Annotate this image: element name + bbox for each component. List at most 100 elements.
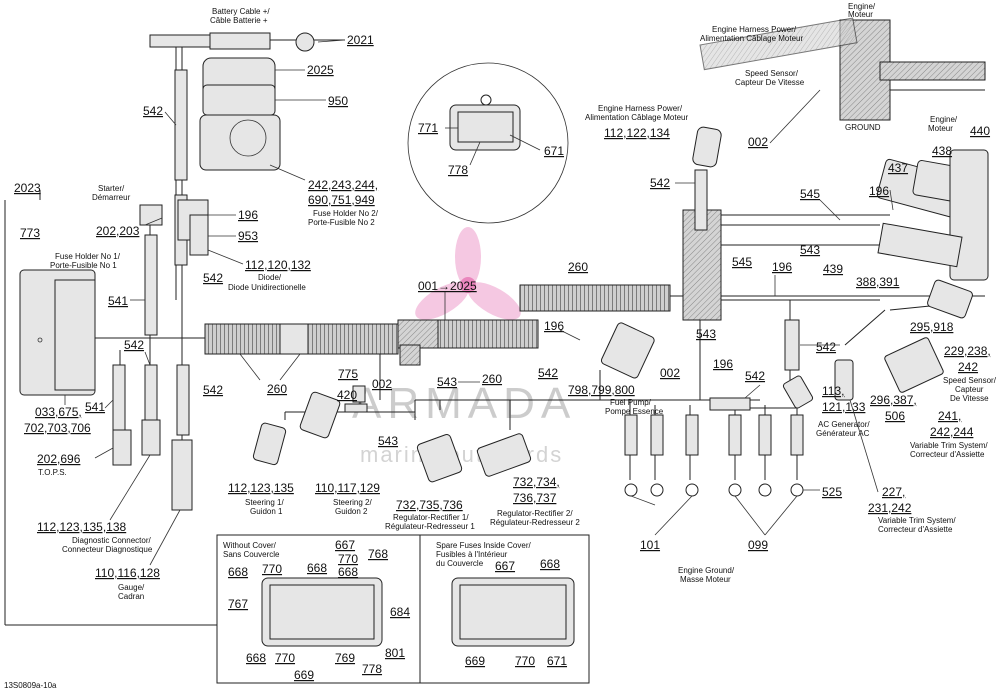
callout: 668 [228,565,248,579]
callout: 113, [822,384,844,398]
callout: 773 [20,226,40,240]
label-gauge: Gauge/ [118,583,145,592]
callout: 668 [246,651,266,665]
label-engine-ground: Engine Ground/ [678,566,735,575]
label-tops: T.O.P.S. [38,468,67,477]
label-ac-generator: AC Generator/ [818,420,870,429]
callout: 542 [203,271,223,285]
callout: 112,122,134 [604,126,670,140]
callout: 388,391 [856,275,900,289]
callout: 543 [378,434,398,448]
propeller-logo-icon [415,227,521,320]
label-diode-fr: Diode Unidirectionelle [228,283,306,292]
callout: 231,242 [868,501,912,515]
callout: 241, [938,409,961,423]
label-diode: Diode/ [258,273,282,282]
label-diagnostic-fr: Connecteur Diagnostique [62,545,153,554]
callout: 295,918 [910,320,954,334]
callout: 668 [540,557,560,571]
callout: 545 [732,255,752,269]
callout: 227, [882,485,905,499]
callout: 196 [238,208,258,222]
callout: 798,799,800 [568,383,635,397]
callout: 669 [465,654,485,668]
label-steering-1: Steering 1/ [245,498,284,507]
callout: 099 [748,538,768,552]
callout: 110,116,128 [95,566,160,580]
watermark-title: ARMADA [352,379,576,428]
label-ground: GROUND [845,123,881,132]
label-fuse-holder-2-fr: Porte-Fusible No 2 [308,218,375,227]
callout: 545 [800,187,820,201]
inset-fuse-box [216,534,590,684]
label-spare-fuses: Spare Fuses Inside Cover/ [436,541,531,550]
label-ac-generator-fr: Générateur AC [816,429,870,438]
callout: 770 [515,654,535,668]
callout: 668 [338,565,358,579]
label-engine-right-fr: Moteur [928,124,953,133]
label-gauge-fr: Cadran [118,592,144,601]
callout: 542 [203,383,223,397]
callout: 242,244 [930,425,974,439]
callout: 002 [660,366,680,380]
label-steering-2: Steering 2/ [333,498,372,507]
callout: 702,703,706 [24,421,91,435]
callout: 101 [640,538,660,552]
label-reg-rect-2: Regulator-Rectifier 2/ [497,509,573,518]
callout: 196 [713,357,733,371]
label-fuse-holder-1-fr: Porte-Fusible No 1 [50,261,117,270]
label-starter-fr: Démarreur [92,193,131,202]
label-engine-right: Engine/ [930,115,958,124]
callout: 736,737 [513,491,557,505]
callout: 440 [970,124,990,138]
callout: 684 [390,605,410,619]
callout: 769 [335,651,355,665]
label-speed-sensor-top-fr: Capteur De Vitesse [735,78,805,87]
label-engine-harness-power-mid: Engine Harness Power/ [598,104,683,113]
label-spare-fuses-fr: Fusibles à l'Intérieur [436,550,508,559]
label-fuse-holder-1: Fuse Holder No 1/ [55,252,121,261]
label-without-cover-fr: Sans Couvercle [223,550,280,559]
callout: 438 [932,144,952,158]
label-battery-cable: Battery Cable +/ [212,7,270,16]
callout: 732,735,736 [396,498,463,512]
conduits [204,17,986,366]
callout: 768 [368,547,388,561]
callout: 771 [418,121,438,135]
callout: 420 [337,388,357,402]
label-battery-cable-fr: Câble Batterie + [210,16,268,25]
labels: Battery Cable +/ Câble Batterie + Engine… [4,2,997,690]
callout: 542 [143,104,163,118]
callout: 668 [307,561,327,575]
label-vts-1: Variable Trim System/ [910,441,988,450]
label-speed-sensor-right-fr1: Capteur [955,385,984,394]
leader-lines [64,39,894,566]
label-vts-1-fr: Correcteur d'Assiette [910,450,985,459]
label-fuse-holder-2: Fuse Holder No 2/ [313,209,379,218]
callout: 112,120,132 [245,258,311,272]
callout: 801 [385,646,405,660]
label-engine-harness-power-top: Engine Harness Power/ [712,25,797,34]
callout: 260 [482,372,502,386]
callout: 506 [885,409,905,423]
label-steering-1-fr: Guidon 1 [250,507,283,516]
callout: 002 [748,135,768,149]
callout: 541 [108,294,128,308]
label-steering-2-fr: Guidon 2 [335,507,368,516]
label-reg-rect-2-fr: Régulateur-Redresseur 2 [490,518,580,527]
callout: 671 [547,654,567,668]
ring-terminals [624,483,804,497]
callout: 001→2025 [418,279,477,293]
label-vts-2-fr: Correcteur d'Assiette [878,525,953,534]
callout: 202,203 [96,224,140,238]
label-engine-harness-power-mid-fr: Alimentation Câblage Moteur [585,113,689,122]
callout: 767 [228,597,248,611]
label-engine-top: Engine/ [848,2,876,11]
callouts: 2021 2025 950 542 242,243,244, 690,751,9… [14,33,991,682]
label-speed-sensor-right: Speed Sensor/ [943,376,997,385]
callout: 033,675, [35,405,82,419]
label-fuel-pump-fr: Pompe Essence [605,407,664,416]
callout: 732,734, [513,475,560,489]
callout: 002 [372,377,392,391]
